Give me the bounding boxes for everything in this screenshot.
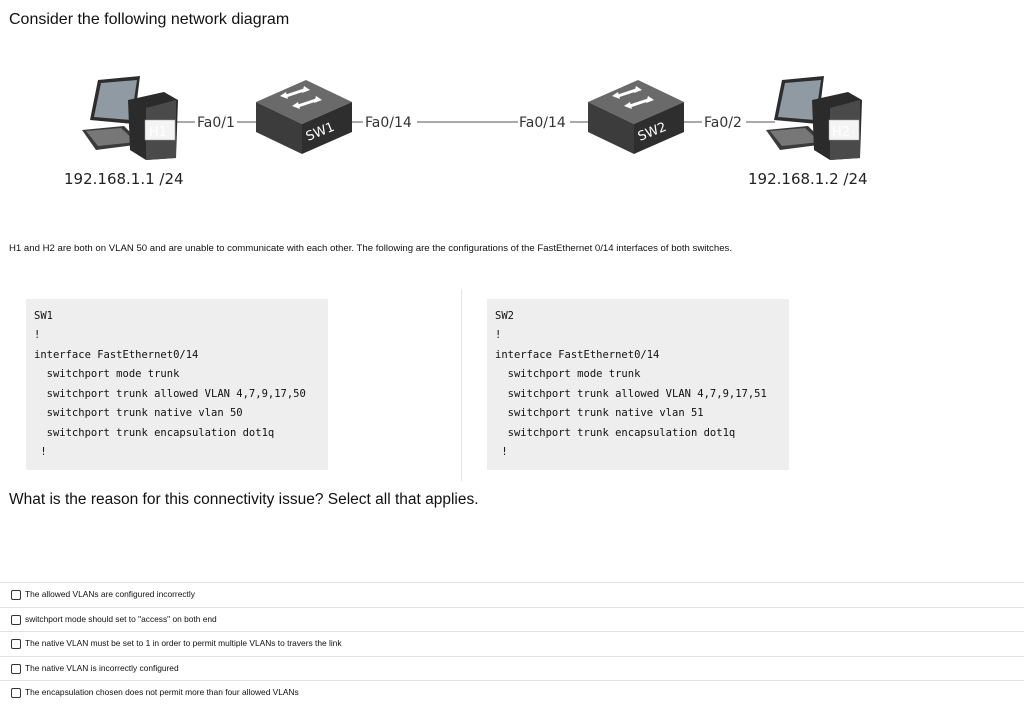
answer-option[interactable]: The encapsulation chosen does not permit… [0, 680, 1024, 705]
option-label[interactable]: The allowed VLANs are configured incorre… [25, 589, 195, 599]
sw1-config-block: SW1 ! interface FastEthernet0/14 switchp… [26, 299, 328, 470]
option-label[interactable]: The native VLAN is incorrectly configure… [25, 663, 179, 673]
page-title: Consider the following network diagram [9, 11, 290, 28]
h1-label: H1 [149, 125, 167, 140]
option-label[interactable]: switchport mode should set to "access" o… [25, 614, 217, 624]
problem-description: H1 and H2 are both on VLAN 50 and are un… [9, 243, 732, 254]
sw2-config-line: ! [495, 446, 508, 458]
port-label-sw2: Fa0/14 [519, 115, 566, 131]
sw2-config-line: switchport trunk encapsulation dot1q [495, 427, 736, 439]
port-label-sw1: Fa0/14 [365, 115, 412, 131]
h1-ip-address: 192.168.1.1 /24 [64, 170, 184, 188]
h2-ip-address: 192.168.1.2 /24 [748, 170, 868, 188]
sw1-config-line: switchport trunk allowed VLAN 4,7,9,17,5… [34, 388, 306, 400]
answer-option[interactable]: switchport mode should set to "access" o… [0, 607, 1024, 632]
sw1-config-line: switchport mode trunk [34, 368, 180, 380]
h2-label: H2 [832, 125, 850, 140]
option-checkbox[interactable] [11, 590, 21, 600]
option-label[interactable]: The encapsulation chosen does not permit… [25, 687, 299, 697]
question-text: What is the reason for this connectivity… [9, 491, 479, 508]
sw1-config-line: ! [34, 329, 41, 341]
option-checkbox[interactable] [11, 639, 21, 649]
sw2-config-line: SW2 [495, 310, 514, 322]
sw2-config-block: SW2 ! interface FastEthernet0/14 switchp… [487, 299, 789, 470]
sw1-config-line: SW1 [34, 310, 53, 322]
option-checkbox[interactable] [11, 664, 21, 674]
sw2-config-line: switchport trunk native vlan 51 [495, 407, 704, 419]
network-diagram: Fa0/1 Fa0/14 Fa0/14 Fa0/2 H1 H2 SW1 SW2 [0, 62, 1024, 202]
sw1-config-line: ! [34, 446, 47, 458]
option-label[interactable]: The native VLAN must be set to 1 in orde… [25, 638, 342, 648]
answer-option[interactable]: The allowed VLANs are configured incorre… [0, 582, 1024, 607]
sw2-config-line: interface FastEthernet0/14 [495, 349, 660, 361]
h1-computer-icon [82, 76, 178, 160]
column-divider [461, 289, 462, 481]
option-checkbox[interactable] [11, 615, 21, 625]
sw2-switch-icon [588, 80, 684, 154]
port-label-h2: Fa0/2 [704, 115, 742, 131]
sw2-config-line: switchport trunk allowed VLAN 4,7,9,17,5… [495, 388, 767, 400]
port-label-h1: Fa0/1 [197, 115, 235, 131]
option-checkbox[interactable] [11, 688, 21, 698]
answer-option[interactable]: The native VLAN must be set to 1 in orde… [0, 631, 1024, 656]
sw1-config-line: switchport trunk native vlan 50 [34, 407, 243, 419]
sw2-config-line: switchport mode trunk [495, 368, 641, 380]
sw1-switch-icon [256, 80, 352, 154]
sw1-config-line: interface FastEthernet0/14 [34, 349, 199, 361]
sw2-config-line: ! [495, 329, 502, 341]
answer-option[interactable]: The native VLAN is incorrectly configure… [0, 656, 1024, 681]
sw1-config-line: switchport trunk encapsulation dot1q [34, 427, 275, 439]
h2-computer-icon [766, 76, 862, 160]
network-diagram-svg: Fa0/1 Fa0/14 Fa0/14 Fa0/2 H1 H2 SW1 SW2 [82, 76, 862, 160]
